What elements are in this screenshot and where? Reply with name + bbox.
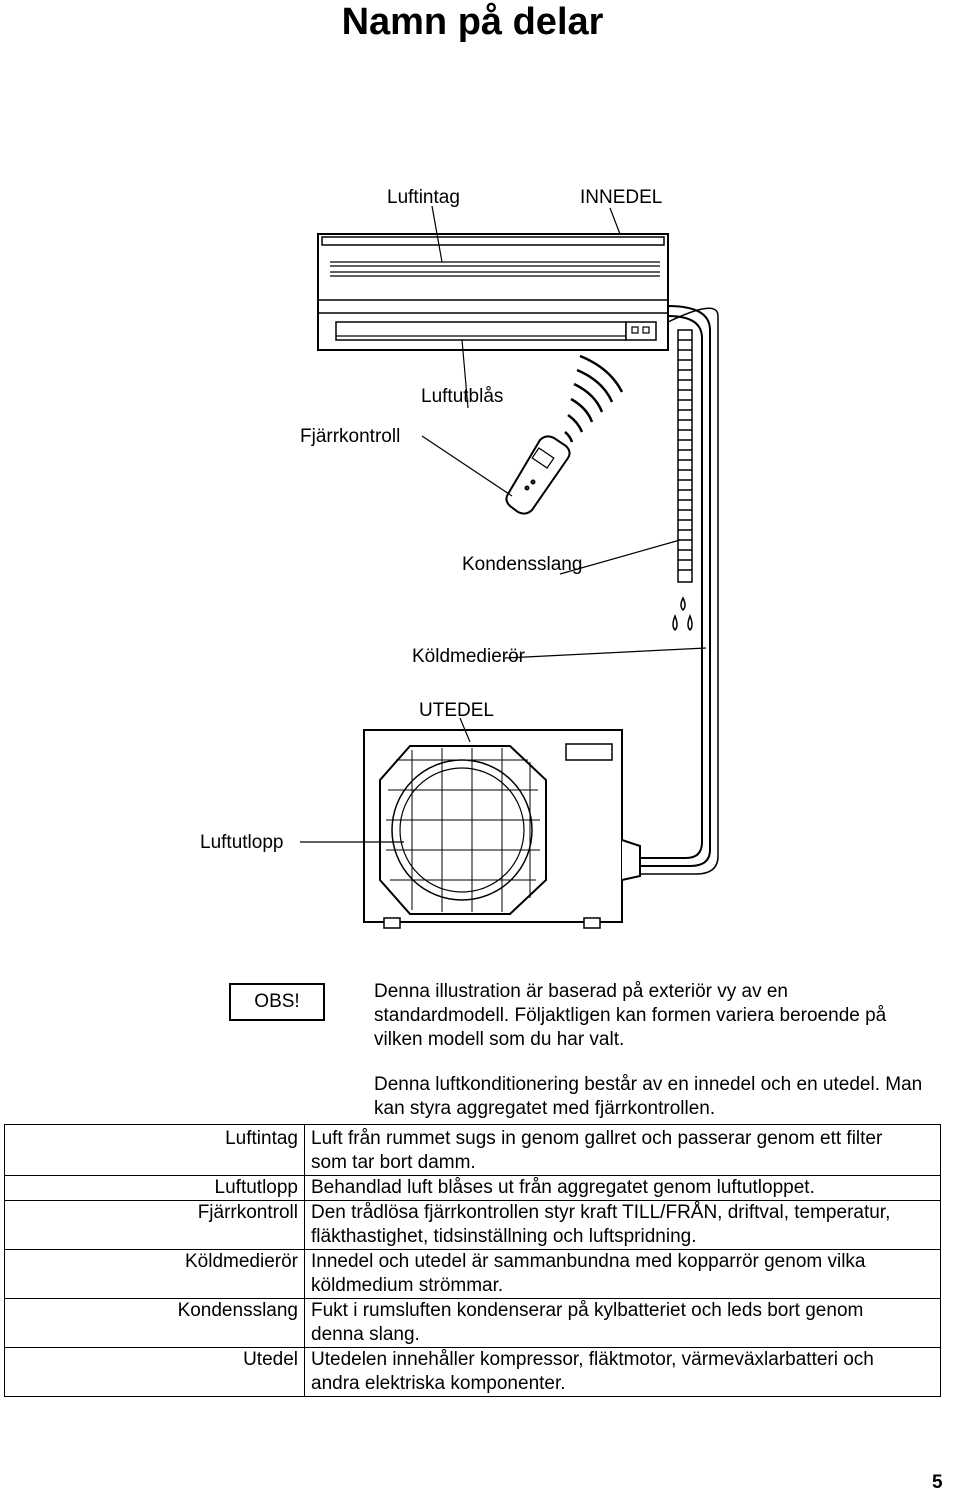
table-row: Fjärrkontroll Den trådlösa fjärrkontroll… bbox=[4, 1200, 941, 1250]
label-innedel: INNEDEL bbox=[580, 187, 663, 208]
note-line-3: vilken modell som du har valt. bbox=[374, 1029, 625, 1050]
signal-waves-icon bbox=[564, 354, 624, 443]
indoor-unit bbox=[317, 233, 669, 351]
note-line-2: standardmodell. Följaktligen kan formen … bbox=[374, 1005, 887, 1026]
table-row: Kondensslang Fukt i rumsluften kondenser… bbox=[4, 1298, 941, 1348]
label-luftutblas: Luftutblås bbox=[421, 386, 504, 407]
part-term: Luftutlopp bbox=[4, 1175, 305, 1201]
water-drops bbox=[672, 596, 693, 632]
part-term: Utedel bbox=[4, 1347, 305, 1397]
intro-line-1: Denna luftkonditionering består av en in… bbox=[374, 1074, 923, 1095]
obs-badge: OBS! bbox=[229, 983, 325, 1021]
outdoor-unit bbox=[363, 729, 641, 929]
label-luftutlopp: Luftutlopp bbox=[200, 832, 284, 853]
part-term: Luftintag bbox=[4, 1124, 305, 1176]
part-description: Den trådlösa fjärrkontrollen styr kraft … bbox=[304, 1200, 941, 1250]
air-conditioner-diagram bbox=[300, 205, 719, 929]
table-row: Luftintag Luft från rummet sugs in genom… bbox=[4, 1124, 941, 1176]
page-title: Namn på delar bbox=[341, 1, 604, 43]
label-kondensslang: Kondensslang bbox=[462, 554, 583, 575]
table-row: Luftutlopp Behandlad luft blåses ut från… bbox=[4, 1175, 941, 1201]
drain-hose bbox=[677, 329, 693, 583]
label-utedel: UTEDEL bbox=[419, 700, 494, 721]
part-description: Innedel och utedel är sammanbundna med k… bbox=[304, 1249, 941, 1299]
label-fjarrkontroll: Fjärrkontroll bbox=[300, 426, 401, 447]
refrigerant-pipes bbox=[632, 305, 719, 875]
part-description: Fukt i rumsluften kondenserar på kylbatt… bbox=[304, 1298, 941, 1348]
note-line-1: Denna illustration är baserad på exteriö… bbox=[374, 981, 789, 1002]
page-number: 5 bbox=[932, 1472, 943, 1493]
part-description: Luft från rummet sugs in genom gallret o… bbox=[304, 1124, 941, 1176]
parts-table: Luftintag Luft från rummet sugs in genom… bbox=[4, 1124, 941, 1397]
intro-text: Denna luftkonditionering består av en in… bbox=[374, 1073, 922, 1121]
leader-lines bbox=[300, 205, 707, 843]
remote-control-icon bbox=[505, 435, 571, 515]
note-text: Denna illustration är baserad på exteriö… bbox=[374, 980, 886, 1052]
table-row: Utedel Utedelen innehåller kompressor, f… bbox=[4, 1347, 941, 1397]
intro-line-2: kan styra aggregatet med fjärrkontrollen… bbox=[374, 1098, 716, 1119]
label-luftintag: Luftintag bbox=[387, 187, 460, 208]
part-description: Utedelen innehåller kompressor, fläktmot… bbox=[304, 1347, 941, 1397]
label-koldmedieror: Köldmedierör bbox=[412, 646, 525, 667]
part-description: Behandlad luft blåses ut från aggregatet… bbox=[304, 1175, 941, 1201]
part-term: Kondensslang bbox=[4, 1298, 305, 1348]
part-term: Fjärrkontroll bbox=[4, 1200, 305, 1250]
part-term: Köldmedierör bbox=[4, 1249, 305, 1299]
table-row: Köldmedierör Innedel och utedel är samma… bbox=[4, 1249, 941, 1299]
